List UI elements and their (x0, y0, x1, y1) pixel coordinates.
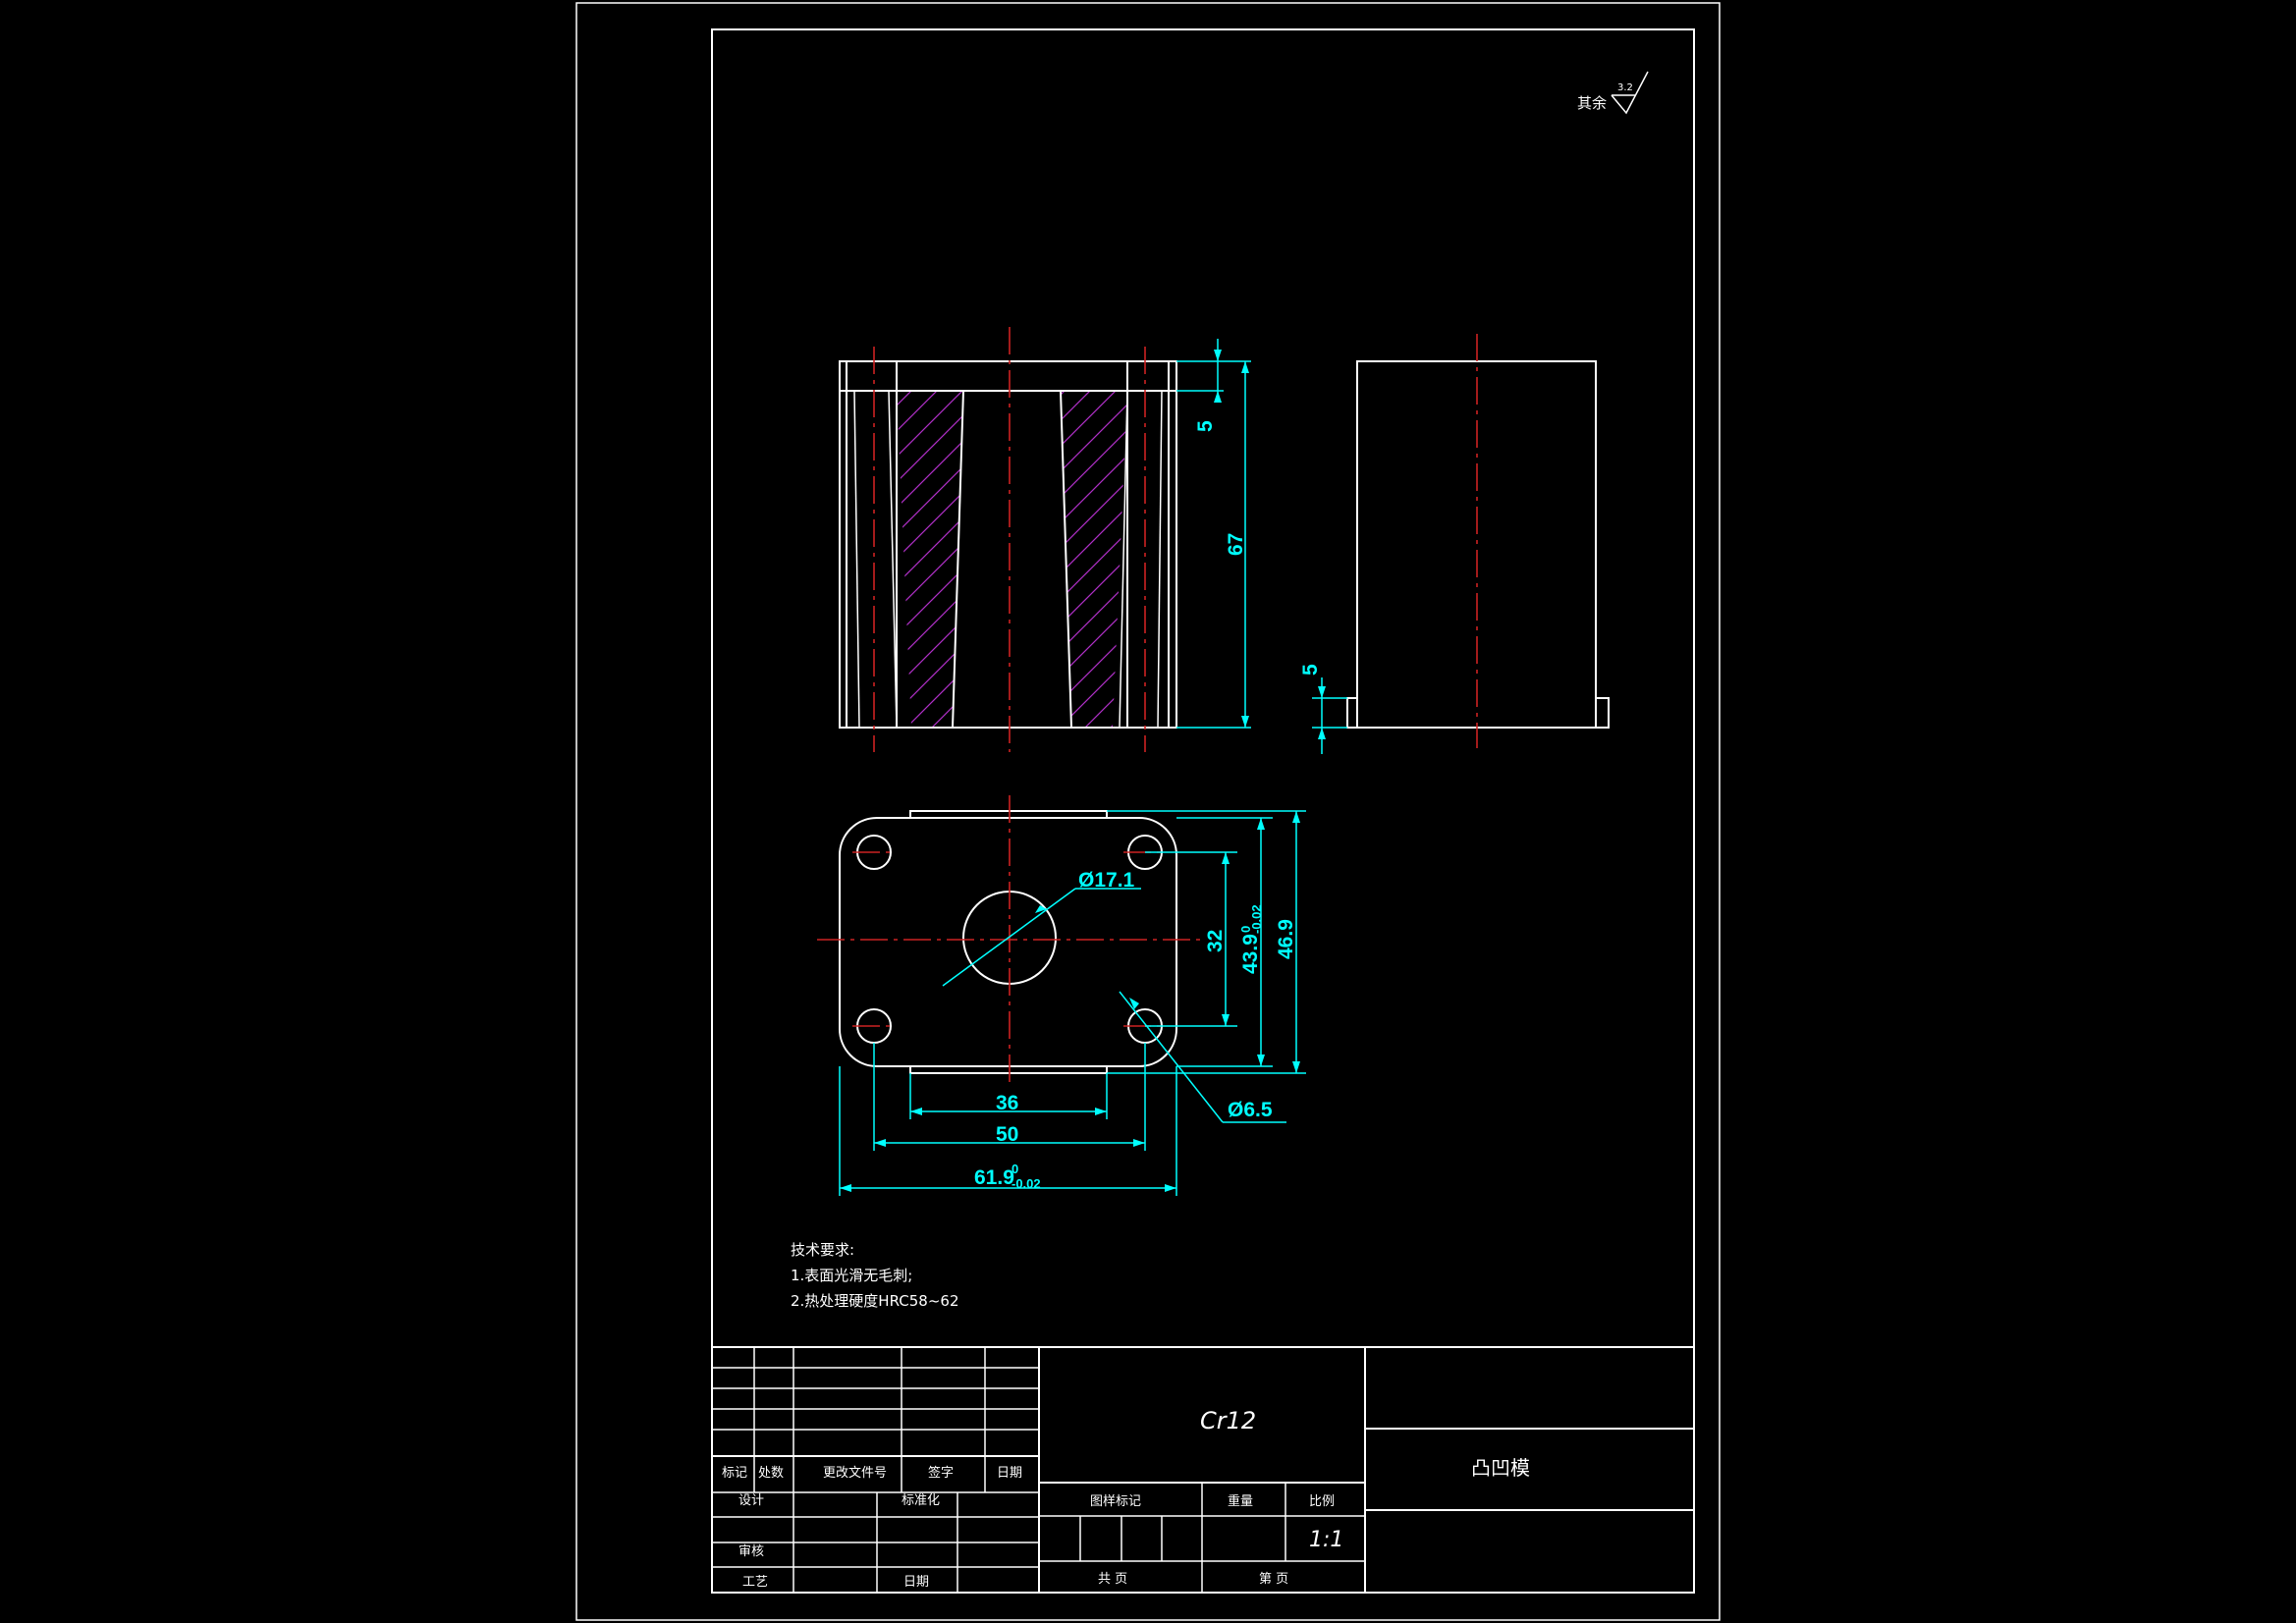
dim-hole-spacing-y: 32 (1204, 930, 1227, 952)
dim-width-x-lower: -0.02 (1011, 1176, 1041, 1191)
technical-notes: 技术要求: 1.表面光滑无毛刺; 2.热处理硬度HRC58~62 (791, 1241, 958, 1310)
dim-width-y-base: 43.9 (1239, 934, 1262, 974)
tb-signature: 签字 (928, 1465, 954, 1481)
dim-width-x-base: 61.9 (974, 1166, 1014, 1189)
tb-process: 工艺 (742, 1575, 768, 1590)
dim-bore-dia: Ø17.1 (1078, 869, 1135, 892)
notes-item-2: 2.热处理硬度HRC58~62 (791, 1292, 958, 1310)
tb-count: 处数 (758, 1466, 784, 1481)
roughness-label: 其余 (1577, 94, 1607, 112)
dim-slot-width: 36 (996, 1092, 1018, 1114)
dim-height: 67 (1225, 533, 1247, 556)
roughness-symbol: 其余 3.2 (1577, 71, 1649, 115)
dim-side-step: 5 (1299, 664, 1322, 676)
tb-scale: 1:1 (1309, 1528, 1343, 1552)
top-view: Ø17.1 Ø6.5 32 43.9 0 -0.02 46.9 36 (817, 795, 1306, 1196)
tb-part-name: 凸凹模 (1471, 1456, 1530, 1480)
inner-frame (711, 28, 1695, 1594)
tb-material: Cr12 (1200, 1407, 1256, 1434)
notes-item-1: 1.表面光滑无毛刺; (791, 1267, 912, 1284)
tb-date2: 日期 (903, 1575, 929, 1590)
dim-top-step: 5 (1194, 420, 1217, 432)
tb-review: 审核 (738, 1544, 764, 1559)
dim-hole-dia: Ø6.5 (1228, 1099, 1273, 1121)
tb-standardize: 标准化 (902, 1493, 940, 1508)
dim-width-y-lower: -0.02 (1249, 904, 1264, 934)
tb-change-doc: 更改文件号 (823, 1466, 887, 1481)
side-view: 5 (1299, 334, 1610, 754)
dim-width-x-upper: 0 (1011, 1162, 1018, 1176)
tb-total-sheets: 共 页 (1098, 1572, 1127, 1587)
roughness-value: 3.2 (1617, 82, 1633, 93)
tb-date: 日期 (997, 1466, 1022, 1481)
tb-sheet-no: 第 页 (1259, 1572, 1288, 1587)
title-block: 标记 处数 更改文件号 签字 日期 设计 标准化 审核 工艺 日期 图样标记 重… (712, 1346, 1694, 1593)
tb-weight: 重量 (1228, 1493, 1253, 1509)
tb-design: 设计 (738, 1493, 764, 1508)
dim-hole-spacing-x: 50 (996, 1123, 1018, 1146)
tb-mark: 标记 (722, 1466, 747, 1481)
tb-stage-mark: 图样标记 (1090, 1494, 1141, 1509)
front-section-view: 5 67 (839, 327, 1251, 752)
dim-width-y-upper: 0 (1238, 926, 1253, 933)
outer-frame (575, 2, 1721, 1621)
dim-overall-y: 46.9 (1275, 919, 1297, 959)
tb-scale-label: 比例 (1309, 1494, 1335, 1509)
notes-title: 技术要求: (791, 1241, 854, 1259)
